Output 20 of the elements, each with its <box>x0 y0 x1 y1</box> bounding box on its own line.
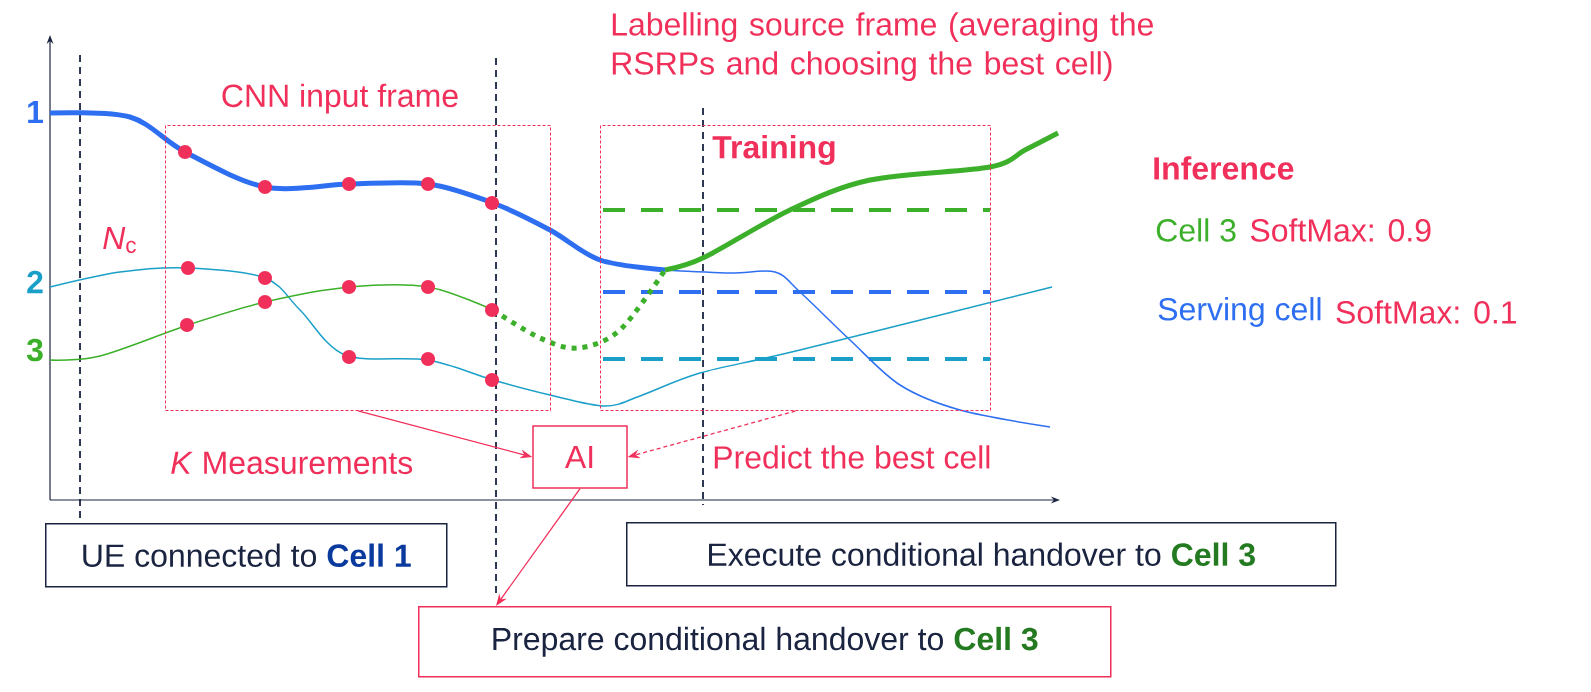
class-label: Cell 3 <box>1156 218 1236 242</box>
probability-label: SoftMax: 0.1 <box>1336 300 1517 324</box>
axis-label: 1 <box>28 101 43 123</box>
caption-label: K Measurements <box>171 451 413 475</box>
caption-label: Predict the best cell <box>714 445 990 469</box>
class-label: Serving cell <box>1158 297 1321 327</box>
status-box: Execute conditional handover to Cell 3 <box>626 522 1337 587</box>
input-frame-box: CNN input frame <box>165 83 551 411</box>
node-label: CNN input frame <box>222 83 458 114</box>
label-frame-box: Labelling source frame (averaging the RSRPs and choosing the best cell) Training <box>600 12 1153 411</box>
action-box: Prepare conditional handover to Cell 3 <box>418 606 1112 678</box>
ai-box: AI <box>532 425 628 489</box>
status-box: UE connected to Cell 1 <box>45 523 448 588</box>
axis-label: 2 <box>27 270 43 294</box>
section-label: Inference <box>1154 156 1294 180</box>
arrow <box>496 488 581 606</box>
axis-label: 3 <box>26 338 43 362</box>
symbol-label: N$_{c}$ <box>103 227 136 253</box>
probability-label: SoftMax: 0.9 <box>1250 218 1431 242</box>
node-label: Labelling source frame (averaging the RSRPs and choosing the best cell) <box>612 12 1153 82</box>
